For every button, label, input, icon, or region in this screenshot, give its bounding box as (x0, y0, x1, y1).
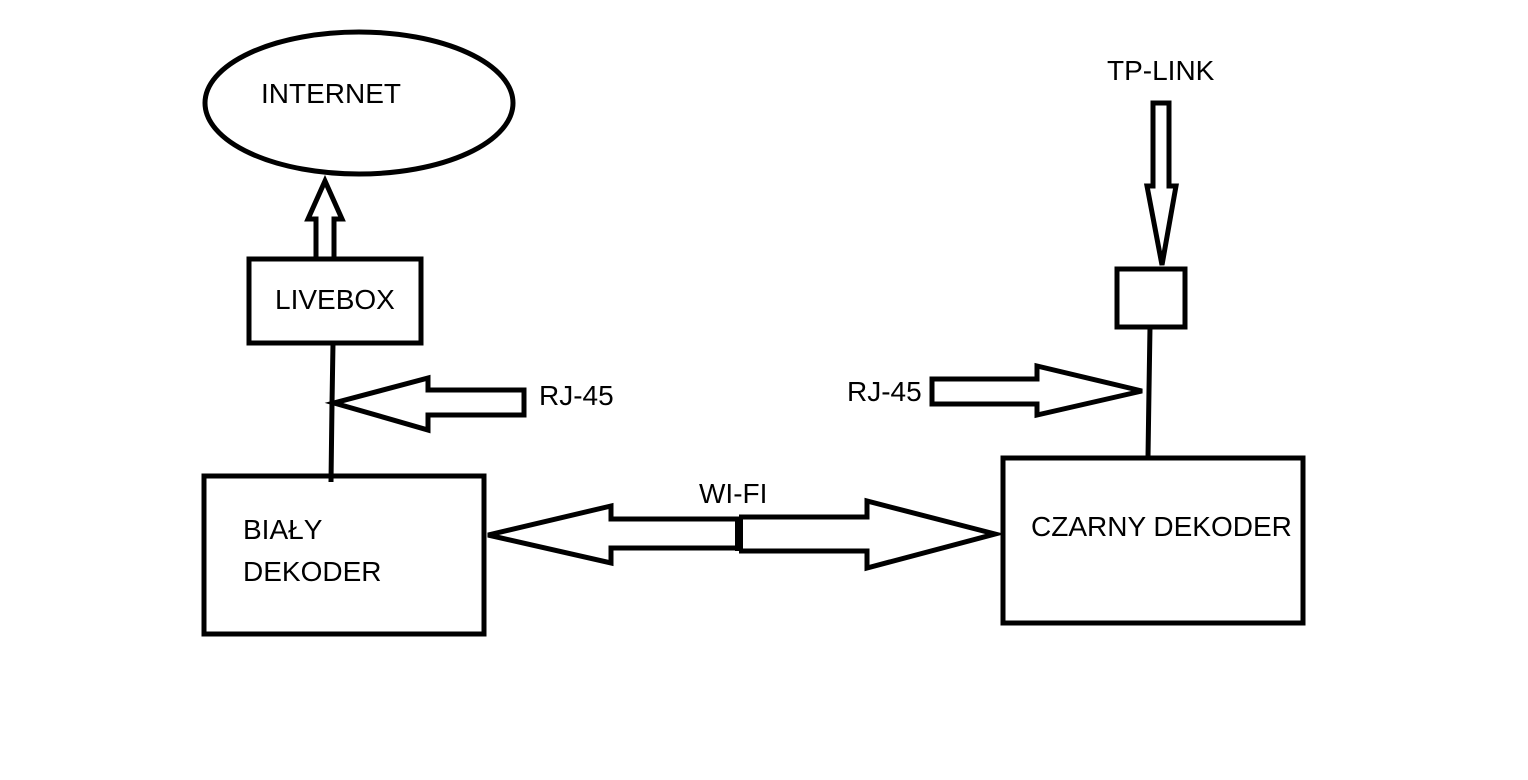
arrow-tp-link-down (1143, 100, 1179, 266)
rj45-left-label: RJ-45 (539, 380, 614, 411)
rj45-right-label: RJ-45 (847, 376, 922, 407)
arrow-rj45-left (324, 374, 527, 434)
line-tp-link-to-czarny-dekoder (1145, 326, 1153, 458)
livebox-label: LIVEBOX (275, 284, 395, 315)
bialy-dekoder-label-line1: BIAŁY (243, 514, 323, 545)
internet-ellipse (202, 29, 516, 177)
wifi-arrow-left-half (487, 502, 739, 567)
bialy-dekoder-box (201, 473, 487, 637)
czarny-dekoder-label: CZARNY DEKODER (1031, 511, 1292, 542)
arrow-livebox-to-internet (304, 174, 346, 258)
bialy-dekoder-label-line2: DEKODER (243, 556, 382, 587)
internet-label: INTERNET (261, 78, 401, 109)
livebox-box (246, 256, 424, 346)
tp-link-box (1114, 266, 1188, 330)
line-livebox-to-bialy-dekoder (328, 342, 336, 483)
czarny-dekoder-box (1000, 455, 1306, 626)
wifi-arrow-right-half (739, 497, 1005, 572)
arrow-rj45-right (929, 362, 1143, 419)
wifi-label: WI-FI (699, 478, 768, 509)
tp-link-label: TP-LINK (1107, 55, 1215, 86)
